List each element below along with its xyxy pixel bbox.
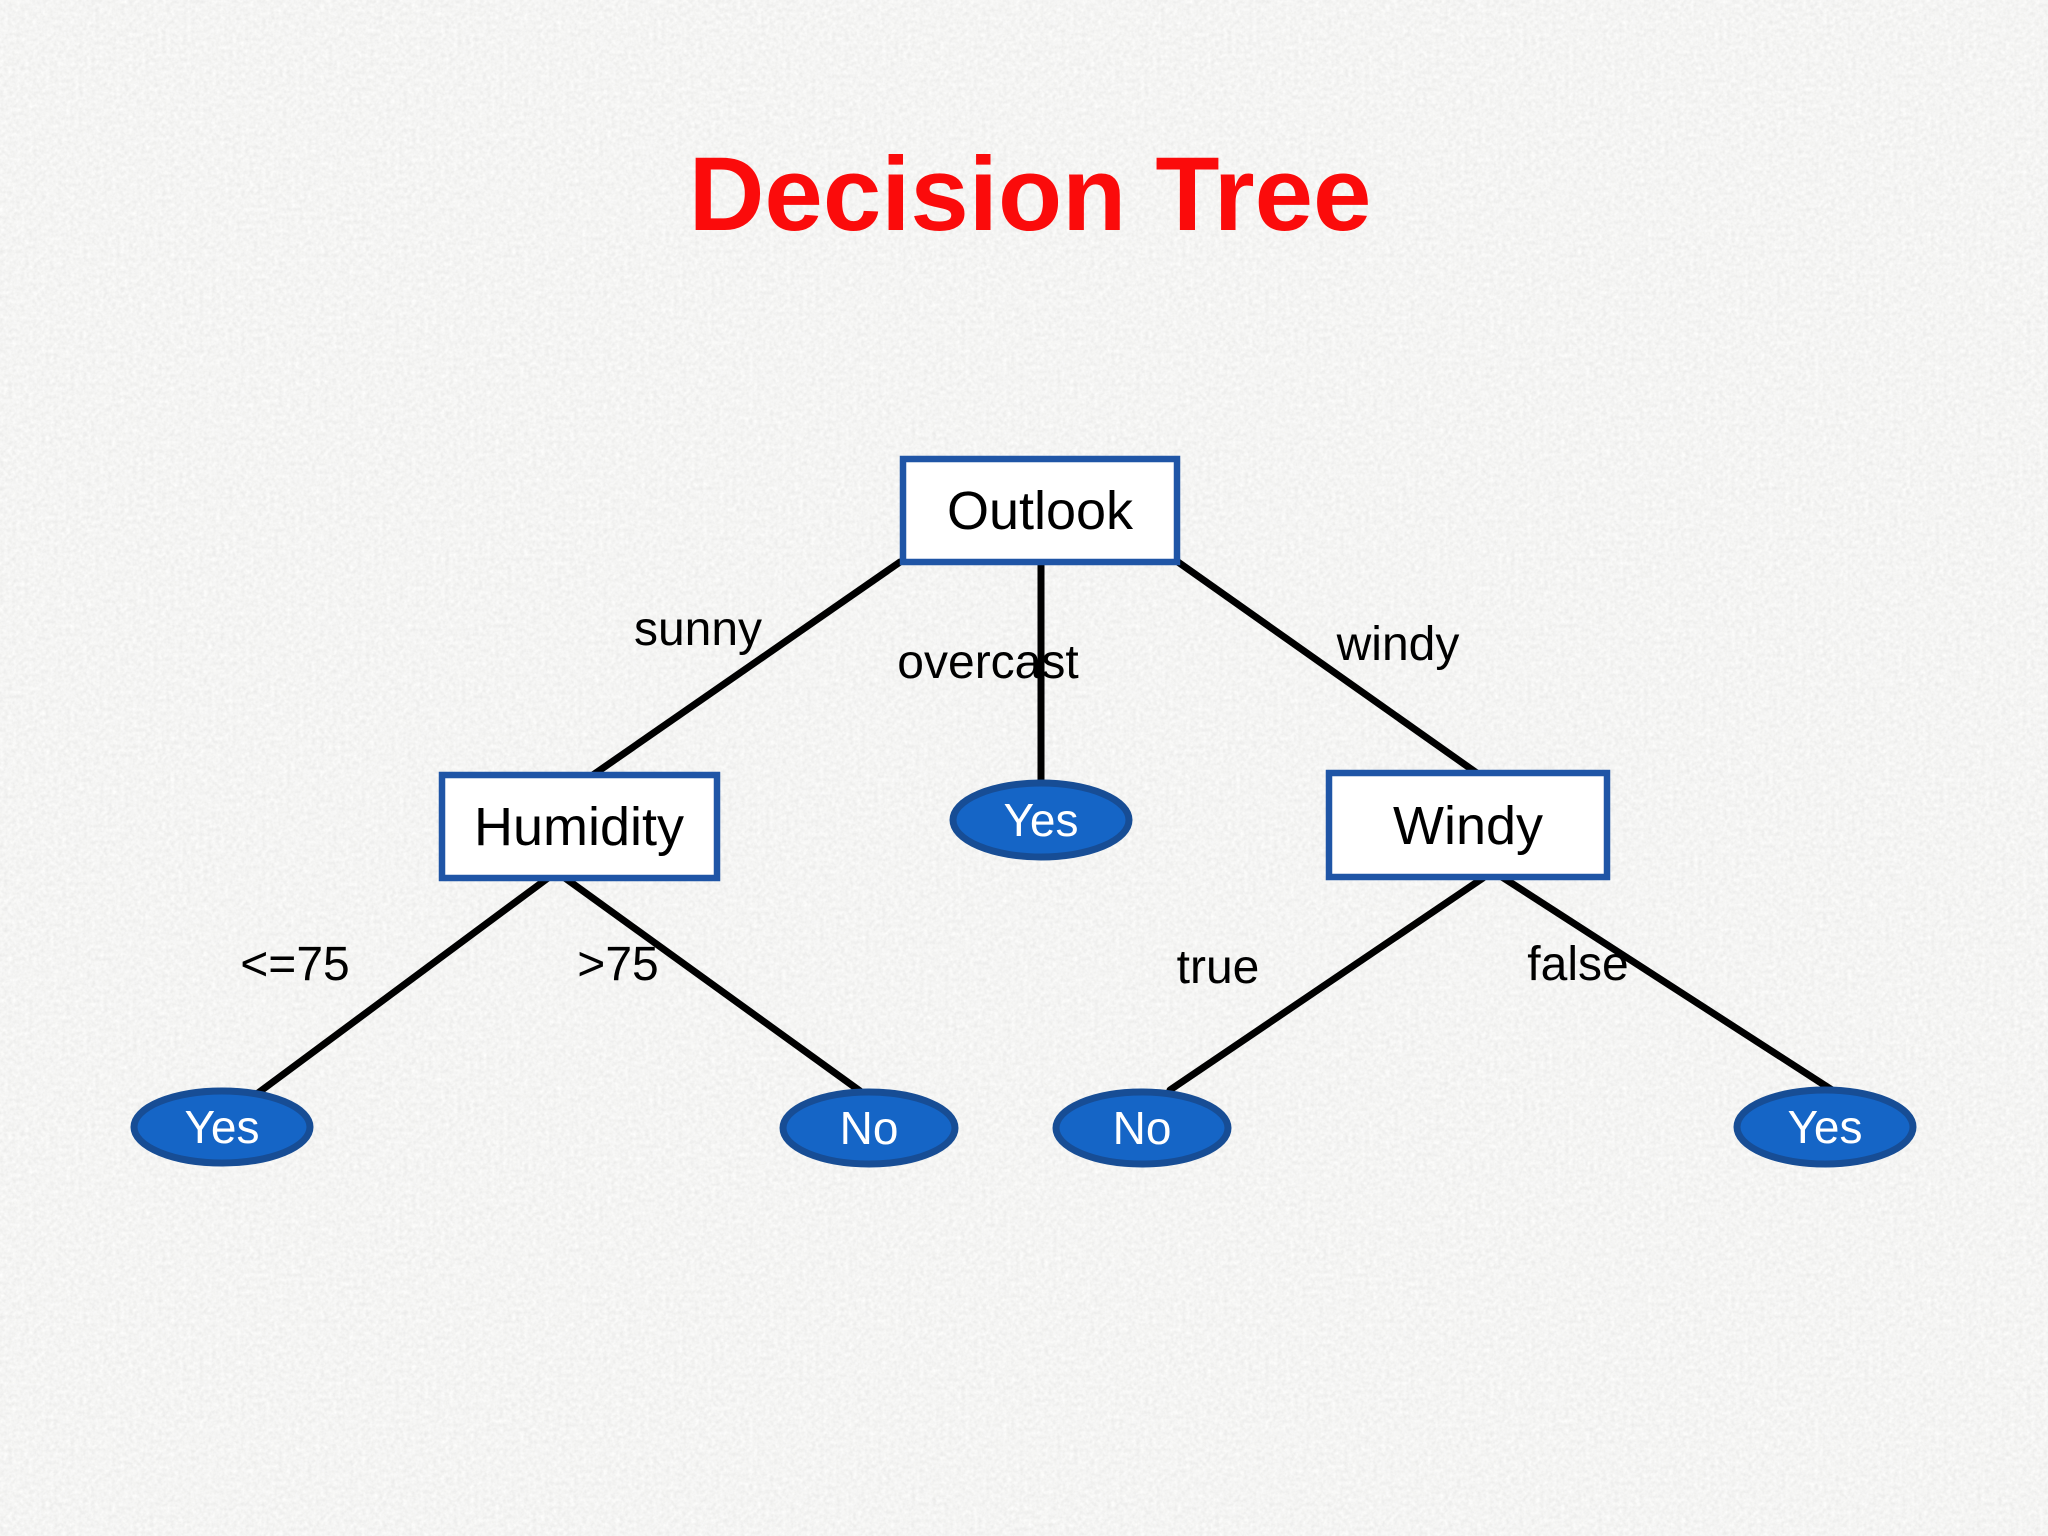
node-windy-label: Windy [1393,796,1543,856]
node-outlook-box [899,455,1181,566]
node-outlook-label: Outlook [947,481,1134,541]
edge-windy [1174,558,1485,780]
leaf-no-humidity-high-ellipse [779,1088,959,1168]
node-humidity: Humidity [438,771,721,882]
page-title: Decision Tree [689,136,1372,253]
leaf-yes-overcast-label: Yes [1003,794,1078,846]
edge-label-windy: windy [1336,618,1460,671]
leaf-no-humidity-high: No [779,1088,959,1168]
leaf-yes-humidity-low: Yes [130,1087,314,1167]
leaf-yes-humidity-low-label: Yes [184,1101,259,1153]
edge-false [1498,873,1836,1094]
leaf-no-humidity-high-label: No [840,1102,899,1154]
node-windy-box [1325,769,1611,881]
leaf-yes-overcast: Yes [949,779,1133,861]
leaf-yes-humidity-low-ellipse [130,1087,314,1167]
node-humidity-label: Humidity [474,797,684,857]
edge-label-le75: <=75 [240,938,349,991]
edge-sunny [586,558,904,781]
leaf-yes-windy-false-label: Yes [1787,1101,1862,1153]
edge-true [1166,874,1487,1094]
leaf-no-windy-true-label: No [1113,1102,1172,1154]
leaf-yes-windy-false-ellipse [1733,1086,1917,1168]
leaf-no-windy-true: No [1052,1088,1232,1168]
edge-label-gt75: >75 [577,938,658,991]
edge-label-true: true [1177,941,1260,994]
edge-label-overcast: overcast [897,636,1078,689]
edge-label-sunny: sunny [634,603,762,656]
node-humidity-box [438,771,721,882]
edge-gt75 [561,874,864,1095]
edge-label-false: false [1527,938,1628,991]
leaf-yes-windy-false: Yes [1733,1086,1917,1168]
leaf-no-windy-true-ellipse [1052,1088,1232,1168]
leaf-yes-overcast-ellipse [949,779,1133,861]
node-windy: Windy [1325,769,1611,881]
node-outlook: Outlook [899,455,1181,566]
edge-le75 [254,874,552,1097]
